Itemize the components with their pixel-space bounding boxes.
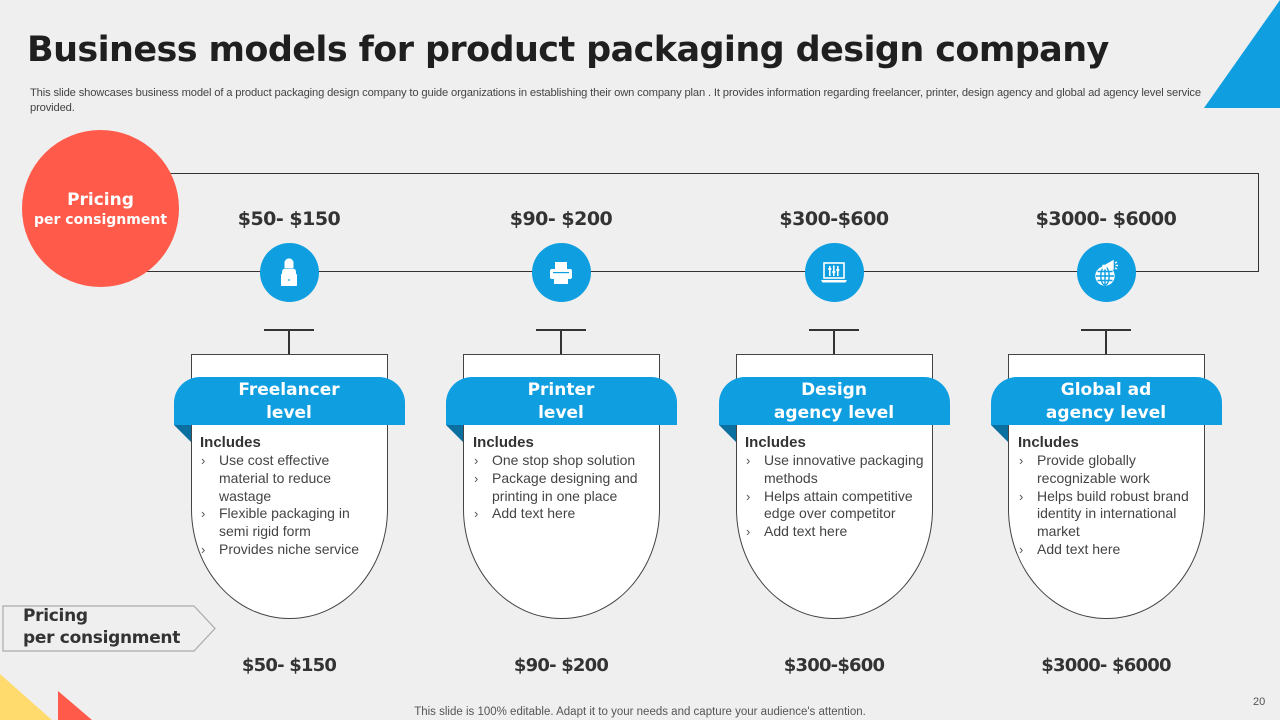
bullet-list: ›Provide globally recognizable work ›Hel… (1018, 452, 1198, 559)
chevron-right-icon: › (746, 524, 751, 540)
banner-title-line2: level (538, 402, 584, 423)
banner-title-line1: Design (801, 380, 867, 400)
pricing-circle-line1: Pricing (67, 189, 134, 210)
card-body-printer: Includes ›One stop shop solution ›Packag… (473, 433, 653, 523)
price-top-freelancer: $50- $150 (237, 208, 341, 230)
list-item: ›Use cost effective material to reduce w… (201, 452, 332, 504)
page-number: 20 (1253, 696, 1266, 708)
banner-title-line1: Global ad (1060, 380, 1152, 400)
freelancer-laptop-icon (259, 243, 319, 302)
globe-megaphone-icon (1076, 243, 1136, 302)
banner-title-line1: Printer (527, 380, 595, 400)
banner-fold (719, 425, 736, 442)
bullet-list: ›One stop shop solution ›Package designi… (473, 452, 653, 523)
banner-fold (991, 425, 1008, 442)
slide-title: Business models for product packaging de… (27, 30, 1109, 70)
price-bottom-global-agency: $3000- $6000 (1041, 655, 1171, 676)
banner-global-agency: Global ad agency level (990, 377, 1222, 425)
list-item: ›Provides niche service (201, 540, 360, 557)
list-item: ›Use innovative packaging methods (746, 452, 924, 486)
pricing-arrow-label: Pricing per consignment (2, 605, 216, 652)
includes-label: Includes (1018, 434, 1079, 451)
timeline-frame (100, 173, 1259, 272)
includes-label: Includes (473, 434, 534, 451)
chevron-right-icon: › (474, 453, 479, 468)
banner-title-line2: level (266, 402, 312, 423)
card-body-design-agency: Includes ›Use innovative packaging metho… (745, 433, 925, 541)
pricing-arrow-line2: per consignment (23, 628, 181, 648)
price-top-printer: $90- $200 (509, 208, 613, 230)
banner-design-agency: Design agency level (718, 377, 950, 425)
list-item: ›Add text here (474, 505, 576, 522)
card-body-freelancer: Includes ›Use cost effective material to… (200, 433, 380, 559)
connector-design-agency (809, 329, 859, 355)
banner-fold (446, 425, 463, 442)
banner-fold (174, 425, 191, 442)
chevron-right-icon: › (201, 541, 206, 557)
includes-label: Includes (200, 434, 261, 451)
bullet-list: ›Use innovative packaging methods ›Helps… (745, 452, 925, 541)
price-top-global-agency: $3000- $6000 (1035, 208, 1177, 230)
banner-printer: Printer level (445, 377, 677, 425)
banner-title-line2: agency level (773, 402, 895, 423)
list-item: ›Add text here (746, 523, 848, 540)
banner-title-line2: agency level (1045, 402, 1167, 423)
list-item: ›Helps attain competitive edge over comp… (746, 487, 913, 522)
design-laptop-icon (804, 243, 864, 302)
chevron-right-icon: › (201, 453, 206, 468)
card-body-global-agency: Includes ›Provide globally recognizable … (1018, 433, 1198, 559)
list-item: ›Flexible packaging in semi rigid form (201, 505, 350, 540)
connector-printer (536, 329, 586, 355)
chevron-right-icon: › (1019, 541, 1024, 557)
connector-freelancer (264, 329, 314, 355)
banner-title-line1: Freelancer (238, 380, 340, 400)
footer-note: This slide is 100% editable. Adapt it to… (414, 706, 866, 718)
pricing-circle-line2: per consignment (33, 211, 168, 228)
slide-subtitle: This slide showcases business model of a… (30, 87, 1201, 114)
banner-freelancer: Freelancer level (173, 377, 405, 425)
list-item: ›Add text here (1019, 540, 1121, 557)
price-top-design-agency: $300-$600 (779, 208, 889, 230)
chevron-right-icon: › (746, 488, 751, 504)
chevron-right-icon: › (1019, 488, 1024, 504)
price-bottom-design-agency: $300-$600 (783, 655, 885, 676)
bullet-list: ›Use cost effective material to reduce w… (200, 452, 380, 559)
price-bottom-freelancer: $50- $150 (241, 655, 337, 676)
list-item: ›Helps build robust brand identity in in… (1019, 487, 1189, 540)
printer-icon (531, 243, 591, 302)
chevron-right-icon: › (746, 453, 751, 468)
list-item: ›Package designing and printing in one p… (474, 469, 638, 504)
chevron-right-icon: › (474, 470, 479, 486)
list-item: ›Provide globally recognizable work (1019, 452, 1150, 486)
chevron-right-icon: › (1019, 453, 1024, 468)
includes-label: Includes (745, 434, 806, 451)
chevron-right-icon: › (201, 506, 206, 522)
list-item: ›One stop shop solution (474, 452, 636, 468)
chevron-right-icon: › (474, 506, 479, 522)
pricing-arrow-line1: Pricing (23, 606, 88, 626)
connector-global-agency (1081, 329, 1131, 355)
price-bottom-printer: $90- $200 (513, 655, 609, 676)
corner-triangle-blue (1204, 0, 1280, 108)
pricing-circle: Pricing per consignment (22, 130, 179, 287)
